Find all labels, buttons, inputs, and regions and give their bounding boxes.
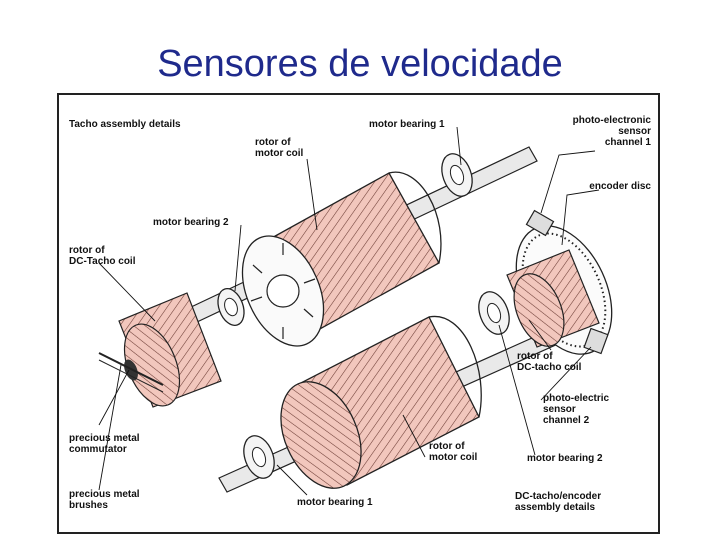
label-dc-tacho-encoder-assembly: DC-tacho/encoder assembly details — [515, 491, 602, 513]
lower-motor-coil — [280, 315, 482, 489]
lower-motor-bearing-1 — [243, 435, 275, 479]
label-motor-bearing-2-top: motor bearing 2 — [153, 217, 229, 228]
upper-motor-coil — [241, 171, 442, 347]
motor-diagram-figure: Tacho assembly details rotor of motor co… — [57, 93, 660, 534]
label-motor-bearing-1-top: motor bearing 1 — [369, 119, 445, 130]
label-photo-sensor-channel-1: photo-electronic sensor channel 1 — [572, 115, 651, 148]
label-rotor-dc-tacho-coil-right: rotor of DC-tacho coil — [517, 351, 582, 373]
label-precious-metal-brushes: precious metal brushes — [69, 489, 140, 511]
label-motor-bearing-2-bottom: motor bearing 2 — [527, 453, 603, 464]
label-rotor-motor-coil-top: rotor of motor coil — [255, 137, 304, 159]
label-precious-metal-commutator: precious metal commutator — [69, 433, 140, 455]
photo-sensor-2 — [583, 327, 609, 355]
dc-tacho-coil-right — [506, 249, 600, 348]
upper-motor-bearing-2 — [217, 288, 245, 326]
dc-tacho-coil-left — [98, 292, 222, 408]
label-encoder-disc: encoder disc — [589, 181, 651, 192]
photo-sensor-1 — [525, 209, 555, 237]
label-tacho-assembly-details: Tacho assembly details — [69, 119, 181, 130]
slide-title: Sensores de velocidade — [157, 43, 563, 85]
label-rotor-motor-coil-bottom: rotor of motor coil — [429, 441, 478, 463]
label-motor-bearing-1-bottom: motor bearing 1 — [297, 497, 373, 508]
lower-motor-bearing-2 — [478, 291, 510, 335]
label-rotor-dc-tacho-coil-left: rotor of DC-Tacho coil — [69, 245, 136, 267]
upper-motor-bearing-1 — [441, 153, 473, 197]
label-photo-sensor-channel-2: photo-electric sensor channel 2 — [543, 393, 610, 426]
motor-diagram-drawing — [98, 126, 613, 496]
leader-lines — [98, 126, 600, 496]
